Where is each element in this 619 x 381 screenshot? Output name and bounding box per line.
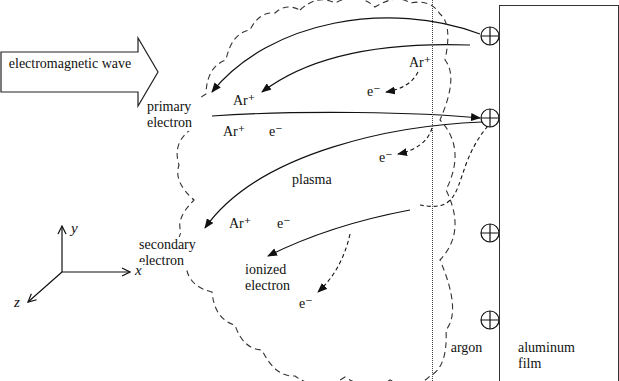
electron-path-dashed — [386, 72, 418, 92]
electron-label: ionized electron — [244, 262, 308, 294]
aluminum-film: aluminum film — [499, 5, 619, 381]
electron-label: e⁻ — [276, 216, 292, 232]
electron-path — [212, 18, 480, 92]
ion-label: Ar⁺ — [228, 216, 252, 232]
axis-label: y — [70, 220, 79, 236]
electron-path-dashed — [398, 128, 432, 154]
node-text: plasma — [292, 172, 352, 188]
electron-path-dashed — [318, 234, 350, 292]
electron-path — [268, 210, 410, 256]
electron-label: e⁻ — [298, 296, 314, 312]
ion-label: Ar⁺ — [408, 55, 432, 71]
axis-label: z — [13, 294, 21, 310]
electron-path — [212, 112, 480, 118]
wave-arrow: electromagnetic wave — [0, 36, 160, 108]
node-text: aluminum film — [518, 340, 590, 372]
electron-label: e⁻ — [366, 84, 382, 100]
coordinate-axes — [28, 226, 130, 302]
electron-label: primary electron — [146, 99, 210, 131]
node-text: electromagnetic wave — [6, 56, 134, 72]
axis-label: x — [134, 262, 143, 278]
ion-label: Ar⁺ — [222, 124, 246, 140]
electron-label: secondary electron — [138, 237, 212, 269]
electron-path — [205, 122, 482, 228]
node-text: argon — [433, 340, 500, 356]
electron-label: e⁻ — [378, 150, 394, 166]
positive-charge — [481, 27, 499, 329]
electron-label: e⁻ — [268, 124, 284, 140]
arrow-outline — [0, 36, 160, 108]
ion-label: Ar⁺ — [232, 93, 256, 109]
argon-layer: argon — [432, 0, 499, 381]
